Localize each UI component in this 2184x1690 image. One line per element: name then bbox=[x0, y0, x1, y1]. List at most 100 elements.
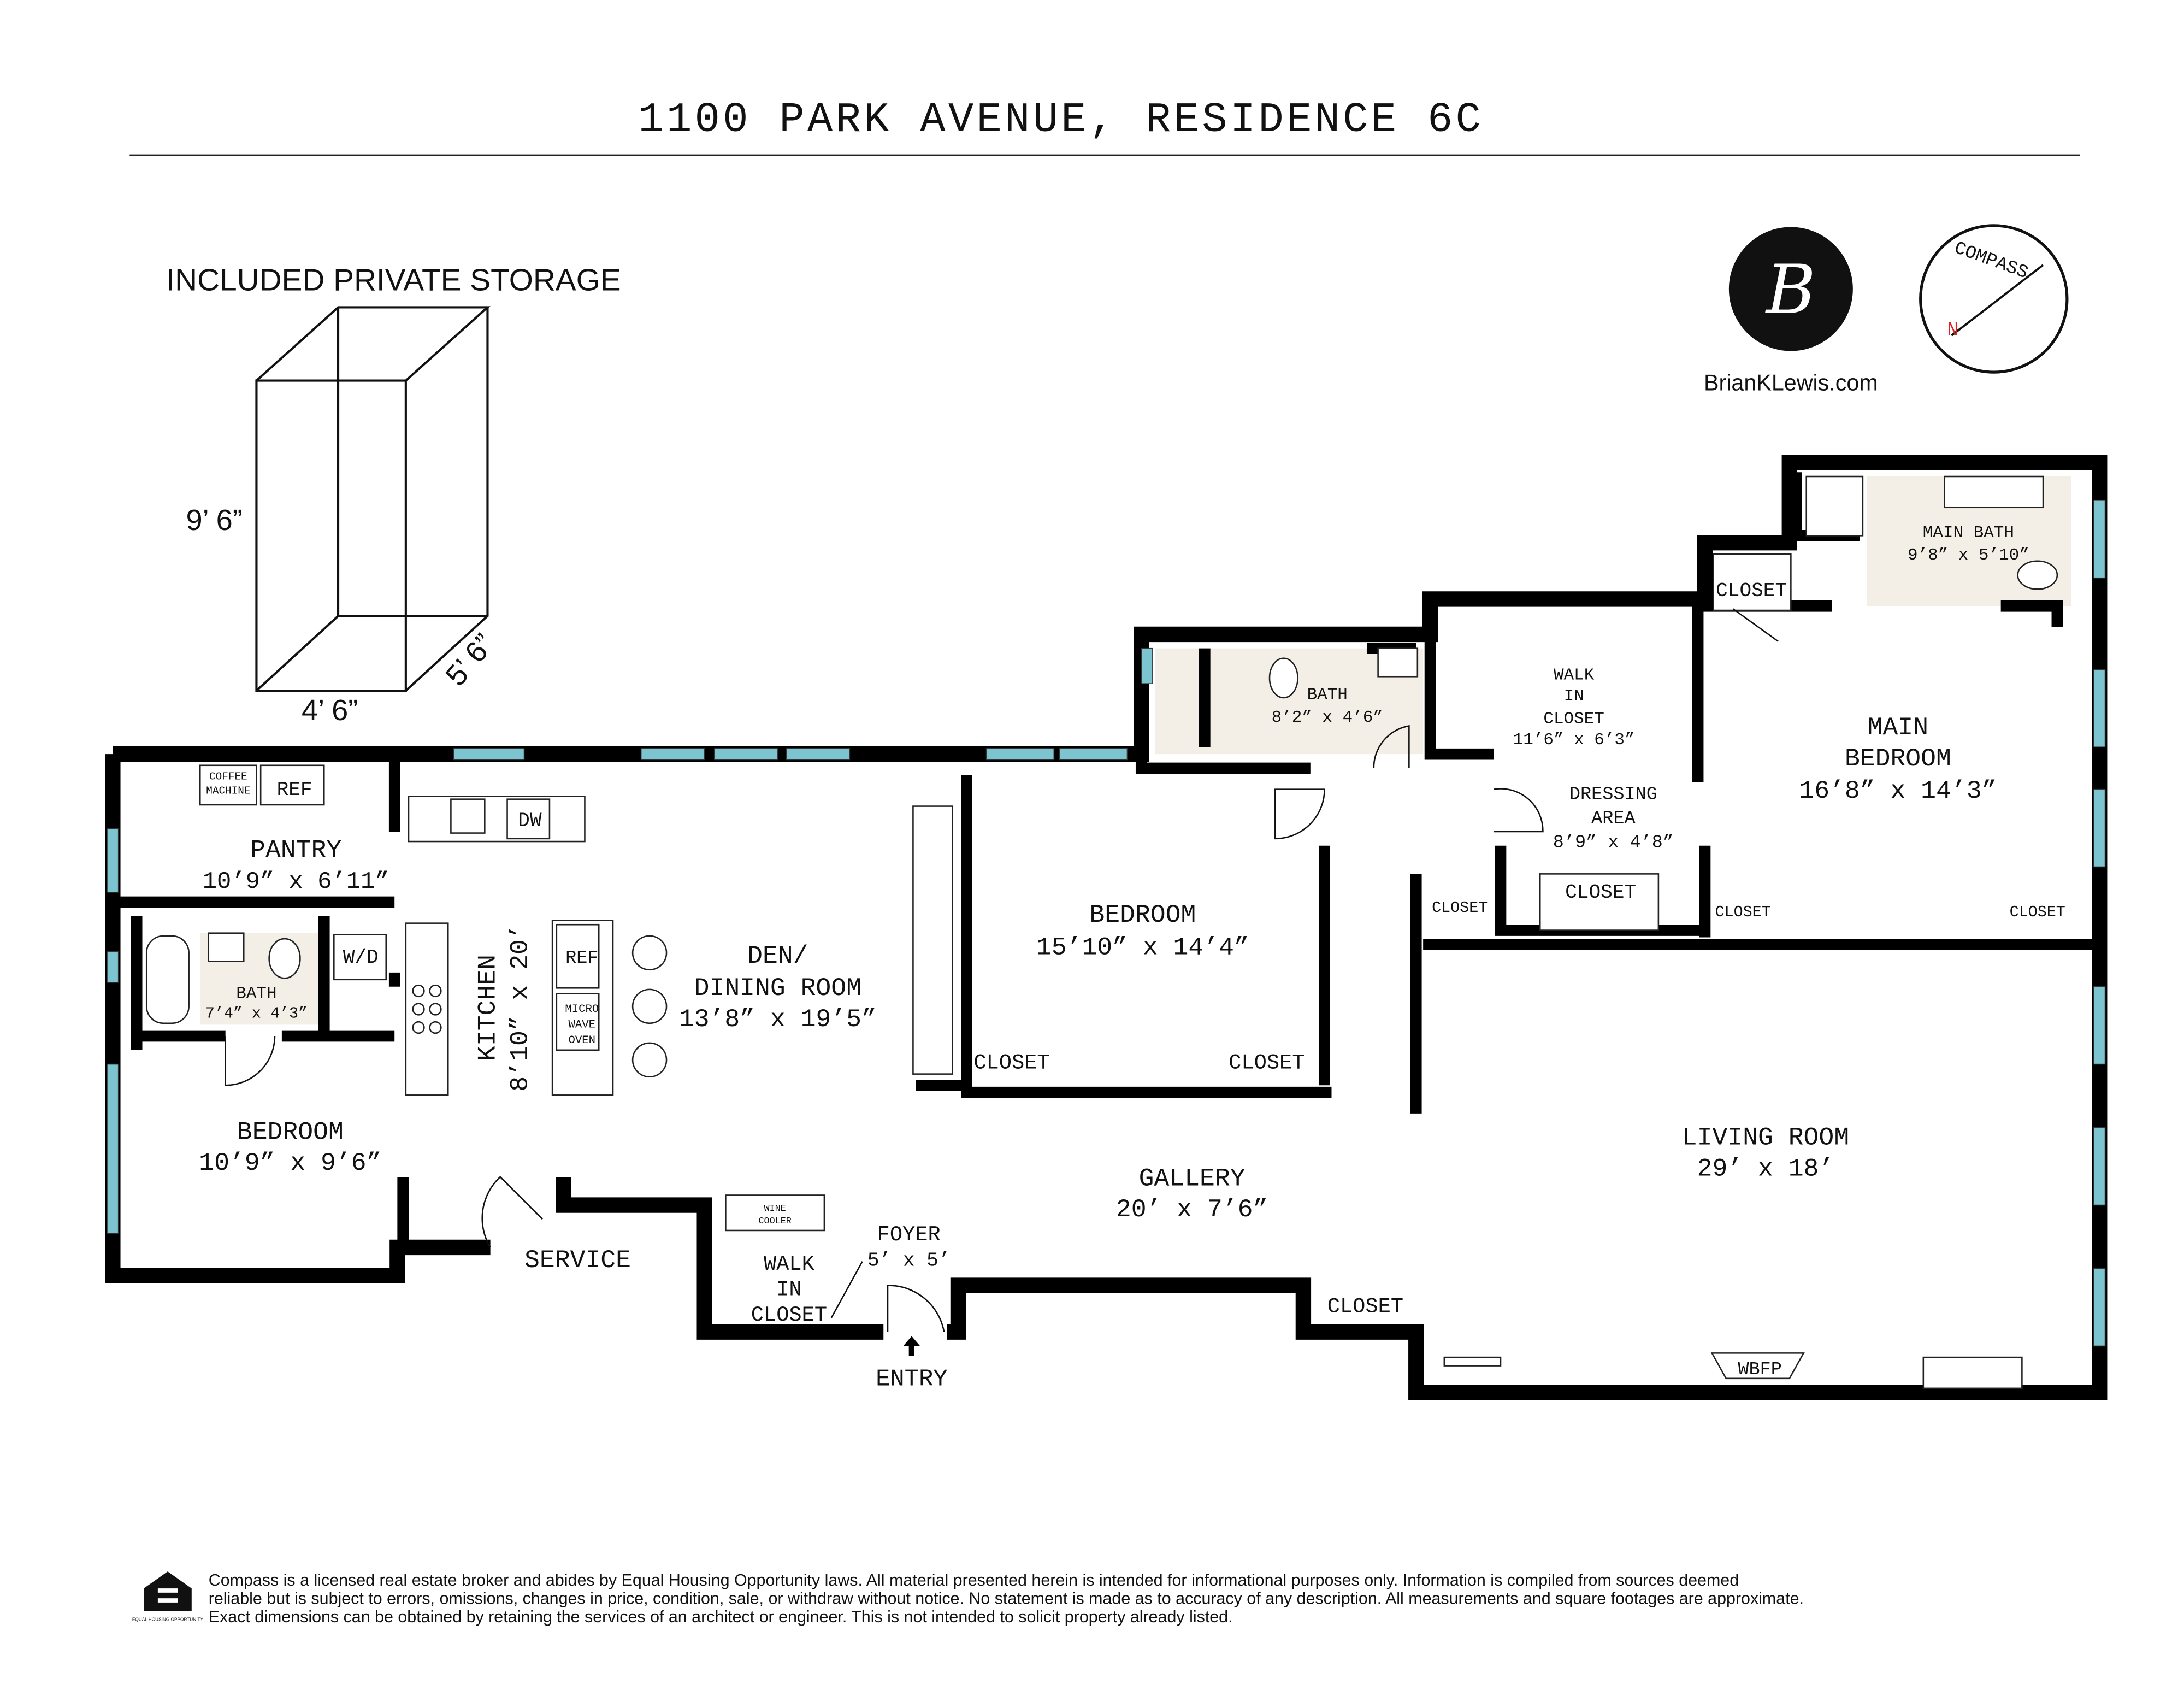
foyer-label: FOYER bbox=[877, 1223, 941, 1247]
closet-label: CLOSET bbox=[2010, 903, 2065, 921]
wine-cooler-label: WINE bbox=[764, 1204, 786, 1214]
closet-label: CLOSET bbox=[1716, 580, 1787, 602]
walk-in-closet-label: IN bbox=[776, 1278, 801, 1302]
gallery-dims: 20’ x 7’6” bbox=[1116, 1195, 1268, 1224]
compass-rose: COMPASS N bbox=[1919, 224, 2069, 374]
pantry-refrigerator bbox=[259, 764, 325, 806]
washer-dryer bbox=[333, 933, 387, 981]
fireplace-label: WBFP bbox=[1738, 1359, 1781, 1380]
main-bath-dims: 9’8” x 5’10” bbox=[1908, 546, 2029, 565]
microwave-label: OVEN bbox=[569, 1034, 596, 1047]
sink-icon bbox=[208, 932, 245, 962]
toilet-icon bbox=[2017, 560, 2058, 590]
sink-icon bbox=[1377, 647, 1419, 678]
closet-label: CLOSET bbox=[1565, 881, 1636, 904]
double-vanity bbox=[1944, 475, 2044, 509]
bath-dims: 8’2” x 4’6” bbox=[1272, 708, 1383, 727]
stool-icon bbox=[631, 935, 668, 971]
main-bedroom-label: BEDROOM bbox=[1845, 744, 1951, 773]
microwave-label: MICRO bbox=[565, 1003, 599, 1016]
doors bbox=[225, 608, 1779, 1332]
den-label: DEN/ bbox=[747, 941, 808, 970]
fireplace bbox=[1710, 1352, 1805, 1380]
fixtures bbox=[145, 475, 2058, 1389]
stool-icon bbox=[631, 988, 668, 1024]
walk-in-closet-dims: 11’6” x 6’3” bbox=[1513, 731, 1635, 750]
dishwasher bbox=[506, 798, 551, 840]
storage-box bbox=[255, 306, 491, 692]
closet-box bbox=[1713, 553, 1792, 611]
walk-in-closet-label: CLOSET bbox=[751, 1303, 827, 1327]
walk-in-closet-label: IN bbox=[1564, 687, 1584, 706]
coffee-machine bbox=[199, 764, 257, 806]
main-bedroom-dims: 16’8” x 14’3” bbox=[1799, 776, 1997, 805]
storage-depth: 5’ 6” bbox=[439, 628, 500, 692]
closet-label: CLOSET bbox=[1327, 1295, 1403, 1319]
kitchen-counter bbox=[408, 796, 586, 843]
dressing-area-label: DRESSING bbox=[1569, 785, 1657, 805]
dishwasher-label: DW bbox=[518, 810, 542, 832]
stool-icon bbox=[631, 1042, 668, 1078]
entry-arrow-icon bbox=[903, 1336, 920, 1356]
closet-label: CLOSET bbox=[1229, 1051, 1305, 1075]
storage-height: 9’ 6” bbox=[186, 504, 242, 537]
main-bath-label: MAIN BATH bbox=[1923, 523, 2014, 543]
foyer-dims: 5’ x 5’ bbox=[867, 1249, 951, 1271]
shower-icon bbox=[1805, 475, 1864, 537]
main-bedroom-label: MAIN bbox=[1868, 713, 1928, 742]
page-title: 1100 PARK AVENUE, RESIDENCE 6C bbox=[638, 97, 1484, 144]
pantry-ref-label: REF bbox=[277, 779, 312, 801]
disclaimer-line: Compass is a licensed real estate broker… bbox=[209, 1571, 1739, 1589]
exterior-walls bbox=[113, 455, 2108, 1400]
windows bbox=[107, 500, 2106, 1347]
brand-logo: B BrianKLewis.com bbox=[1704, 227, 1878, 396]
equal-housing-logo: EQUAL HOUSING OPPORTUNITY bbox=[132, 1571, 204, 1622]
entry-label: ENTRY bbox=[876, 1367, 948, 1393]
bath-dims: 7’4” x 4’3” bbox=[205, 1004, 308, 1022]
kitchen-label: KITCHEN bbox=[473, 955, 502, 1061]
toilet-icon bbox=[268, 938, 301, 979]
dressing-area-label: AREA bbox=[1591, 809, 1636, 829]
bedroom-dims: 15’10” x 14’4” bbox=[1036, 933, 1249, 962]
room-labels: COFFEE MACHINE REF PANTRY 10’9” x 6’11” … bbox=[199, 523, 2065, 1393]
north-label: N bbox=[1947, 319, 1959, 341]
kitchen-ref-label: REF bbox=[565, 948, 598, 969]
pantry-dims: 10’9” x 6’11” bbox=[203, 869, 389, 896]
dressing-area-dims: 8’9” x 4’8” bbox=[1553, 832, 1674, 853]
logo-letter: B bbox=[1765, 251, 1816, 329]
kitchen-dims: 8’10” x 20’ bbox=[506, 924, 535, 1091]
microwave-label: WAVE bbox=[569, 1019, 596, 1032]
bath-label: BATH bbox=[236, 984, 276, 1003]
bedroom-dims: 10’9” x 9’6” bbox=[199, 1149, 381, 1177]
bedroom-label: BEDROOM bbox=[1089, 900, 1196, 929]
storage-diagram: INCLUDED PRIVATE STORAGE 9’ 6” 4’ 6” 5’ … bbox=[166, 263, 621, 727]
wine-cooler bbox=[725, 1194, 825, 1232]
bathtub-icon bbox=[145, 935, 190, 1024]
coffee-machine-label: COFFEE bbox=[209, 771, 247, 783]
living-room-dims: 29’ x 18’ bbox=[1697, 1154, 1834, 1183]
disclaimer-line: Exact dimensions can be obtained by reta… bbox=[209, 1607, 1233, 1626]
disclaimer-line: reliable but is subject to errors, omiss… bbox=[209, 1589, 1804, 1607]
kitchen-refrigerator bbox=[556, 923, 600, 989]
microwave bbox=[556, 993, 600, 1051]
closet-label: CLOSET bbox=[1715, 903, 1771, 921]
bedroom-label: BEDROOM bbox=[237, 1117, 344, 1146]
sink-icon bbox=[450, 798, 486, 834]
coffee-machine-label: MACHINE bbox=[206, 785, 250, 797]
washer-dryer-label: W/D bbox=[343, 946, 379, 969]
gallery-label: GALLERY bbox=[1139, 1164, 1246, 1193]
walk-in-closet-label: WALK bbox=[1554, 666, 1595, 685]
den-dims: 13’8” x 19’5” bbox=[679, 1005, 877, 1034]
toilet-icon bbox=[1268, 657, 1298, 699]
walk-in-closet-label: CLOSET bbox=[1543, 709, 1604, 728]
storage-heading: INCLUDED PRIVATE STORAGE bbox=[166, 263, 621, 298]
website-link[interactable]: BrianKLewis.com bbox=[1704, 370, 1878, 396]
den-label: DINING ROOM bbox=[694, 974, 861, 1003]
closet-label: CLOSET bbox=[973, 1051, 1049, 1075]
pantry-label: PANTRY bbox=[250, 835, 341, 864]
compass-label: COMPASS bbox=[1951, 238, 2030, 284]
storage-width: 4’ 6” bbox=[302, 694, 358, 727]
closet-label: CLOSET bbox=[1432, 899, 1488, 917]
bath-label: BATH bbox=[1307, 686, 1348, 705]
